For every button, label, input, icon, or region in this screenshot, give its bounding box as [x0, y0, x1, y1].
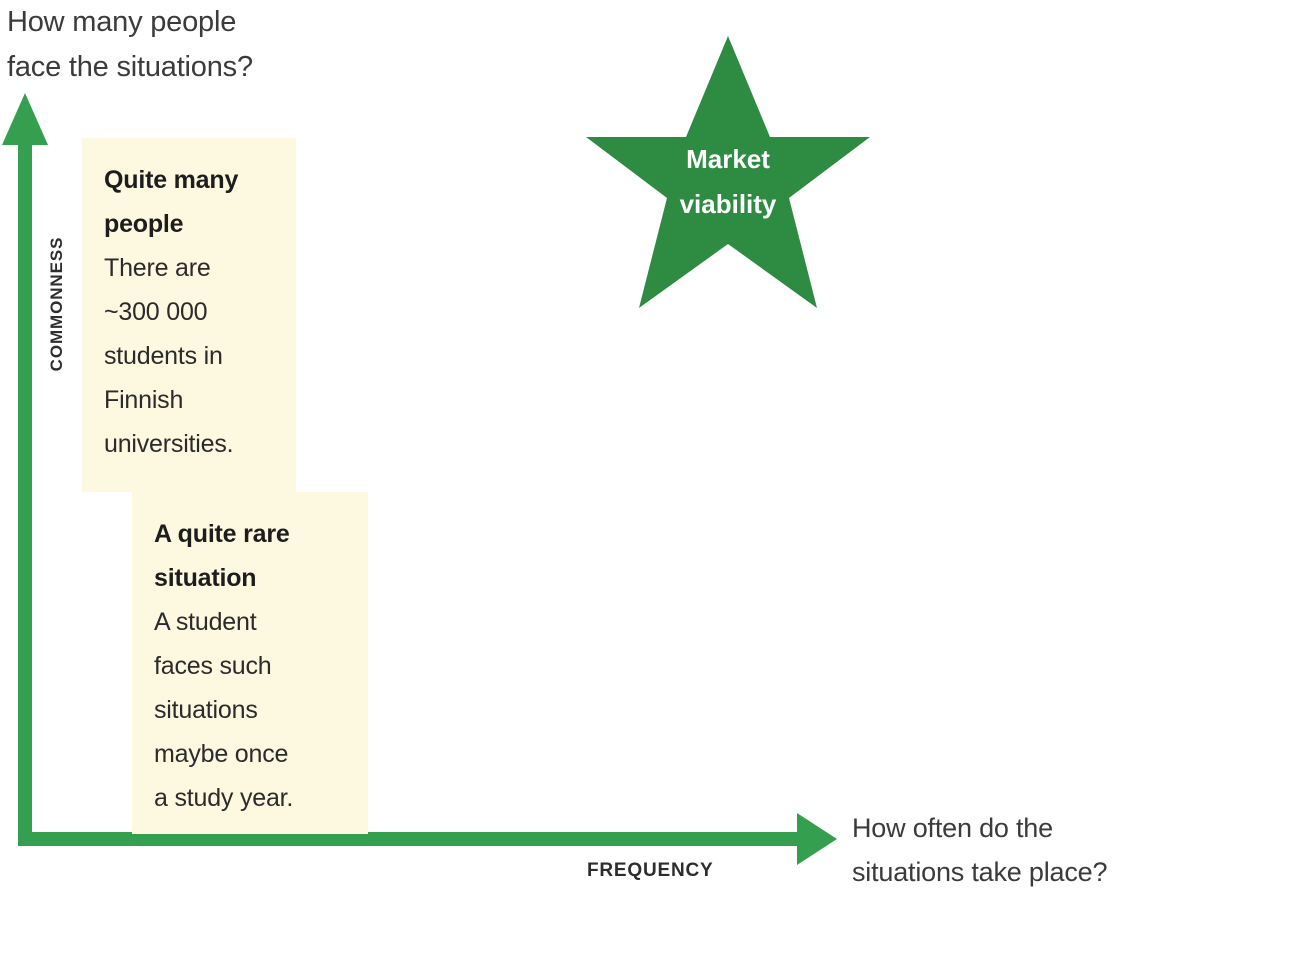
- annotation-quite-many-people: Quite many people There are ~300 000 stu…: [82, 138, 296, 492]
- annotation-body: There are ~300 000 students in Finnish u…: [104, 254, 234, 458]
- y-axis-label: COMMONNESS: [47, 236, 66, 372]
- x-axis-line: [18, 832, 800, 846]
- annotation-a-quite-rare-situation: A quite rare situation A student faces s…: [132, 492, 368, 834]
- annotation-body: A student faces such situations maybe on…: [154, 608, 294, 812]
- x-axis-label: FREQUENCY: [587, 860, 714, 881]
- star-icon: [586, 36, 870, 308]
- annotation-heading: Quite many people: [104, 166, 239, 238]
- x-axis-caption: How often do the situations take place?: [852, 813, 1108, 887]
- market-viability-star: Market viability: [586, 33, 870, 311]
- y-axis-line: [18, 140, 32, 846]
- x-axis-arrow-icon: [797, 813, 837, 865]
- y-axis-arrow-icon: [2, 93, 48, 145]
- annotation-heading: A quite rare situation: [154, 520, 290, 592]
- chart-title: How many people face the situations?: [7, 6, 253, 83]
